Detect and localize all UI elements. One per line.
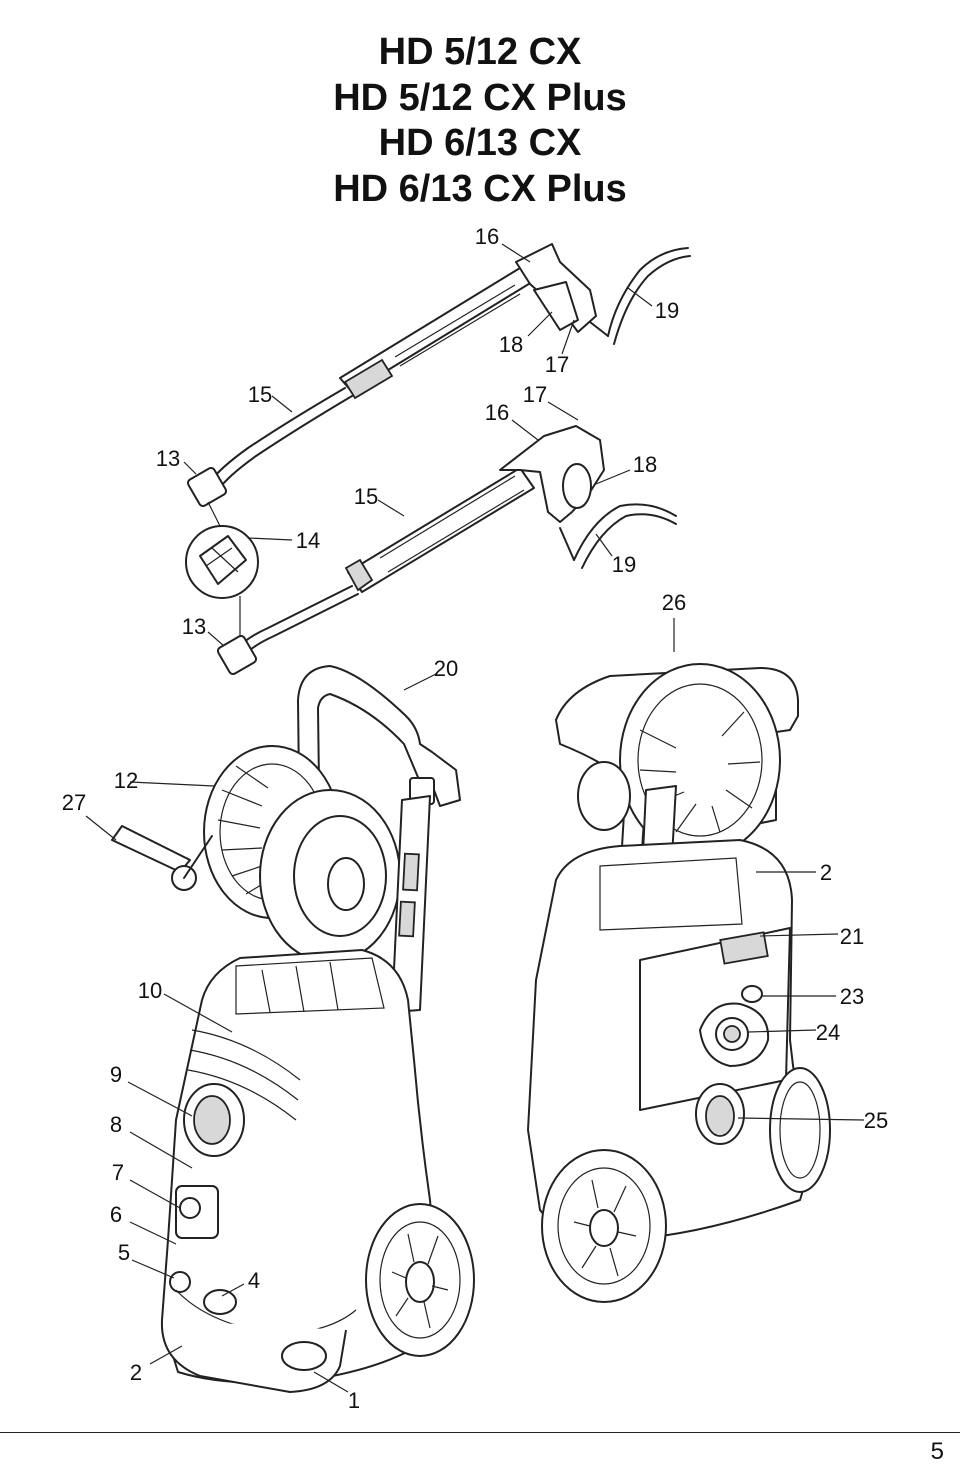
callout-8: 8 bbox=[110, 1112, 122, 1137]
callout-17-lower: 17 bbox=[523, 382, 547, 407]
callout-19-upper: 19 bbox=[655, 298, 679, 323]
machine-front-view bbox=[111, 665, 475, 1393]
callout-20: 20 bbox=[434, 656, 458, 681]
callout-2-right: 2 bbox=[820, 860, 832, 885]
callout-7: 7 bbox=[112, 1160, 124, 1185]
callout-9: 9 bbox=[110, 1062, 122, 1087]
footer-rule bbox=[0, 1432, 960, 1433]
spray-gun-lower bbox=[216, 425, 677, 676]
leader-lines bbox=[85, 243, 865, 1393]
callout-16-upper: 16 bbox=[475, 224, 499, 249]
callout-1: 1 bbox=[348, 1388, 360, 1413]
title-block: HD 5/12 CX HD 5/12 CX Plus HD 6/13 CX HD… bbox=[0, 30, 960, 212]
callout-21: 21 bbox=[840, 924, 864, 949]
callout-13-lower: 13 bbox=[182, 614, 206, 639]
callout-12: 12 bbox=[114, 768, 138, 793]
callout-19-lower: 19 bbox=[612, 552, 636, 577]
callout-24: 24 bbox=[816, 1020, 840, 1045]
callout-18-upper: 18 bbox=[499, 332, 523, 357]
callout-17-upper: 17 bbox=[545, 352, 569, 377]
coupling-detail bbox=[185, 501, 259, 636]
callout-labels: 16 19 18 17 15 17 16 13 18 15 14 19 26 1… bbox=[62, 224, 888, 1413]
spray-gun-upper bbox=[186, 243, 691, 508]
callout-25: 25 bbox=[864, 1108, 888, 1133]
callout-15-upper: 15 bbox=[248, 382, 272, 407]
callout-2-left: 2 bbox=[130, 1360, 142, 1385]
callout-23: 23 bbox=[840, 984, 864, 1009]
callout-16-lower: 16 bbox=[485, 400, 509, 425]
callout-27: 27 bbox=[62, 790, 86, 815]
exploded-parts-diagram: 16 19 18 17 15 17 16 13 18 15 14 19 26 1… bbox=[62, 224, 888, 1413]
callout-26: 26 bbox=[662, 590, 686, 615]
machine-rear-view bbox=[527, 663, 831, 1303]
callout-6: 6 bbox=[110, 1202, 122, 1227]
callout-14: 14 bbox=[296, 528, 320, 553]
title-line-1: HD 5/12 CX bbox=[378, 31, 582, 73]
callout-18-lower: 18 bbox=[633, 452, 657, 477]
title-line-2: HD 5/12 CX Plus bbox=[333, 76, 627, 119]
callout-4: 4 bbox=[248, 1268, 260, 1293]
title-line-4: HD 6/13 CX Plus bbox=[333, 167, 627, 210]
callout-10: 10 bbox=[138, 978, 162, 1003]
callout-13-upper: 13 bbox=[156, 446, 180, 471]
page-number: 5 bbox=[930, 1438, 944, 1465]
title-line-3: HD 6/13 CX bbox=[378, 122, 582, 164]
callout-5: 5 bbox=[118, 1240, 130, 1265]
callout-15-lower: 15 bbox=[354, 484, 378, 509]
